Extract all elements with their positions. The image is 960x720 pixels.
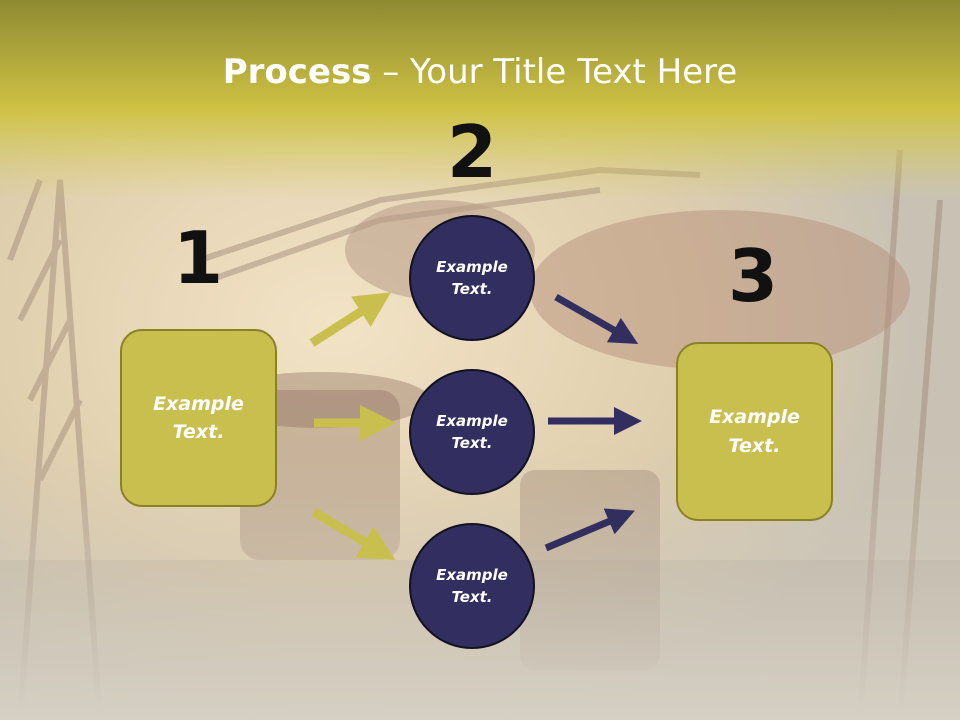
step-number-3: 3 [727, 234, 779, 318]
step-2-circle-bottom: Example Text. [409, 523, 535, 649]
step-1-box: Example Text. [120, 329, 277, 507]
arrow-bottom-to-3 [544, 508, 635, 552]
title-rest: – Your Title Text Here [371, 52, 738, 92]
arrow-1-to-top [309, 292, 392, 347]
step-2-circle-middle: Example Text. [409, 369, 535, 495]
step-number-1: 1 [172, 216, 224, 300]
step-2-circle-top: Example Text. [409, 215, 535, 341]
arrow-1-to-bottom [311, 508, 396, 561]
step-number-2: 2 [446, 110, 498, 194]
title-bold: Process [222, 52, 372, 92]
slide-title: Process – Your Title Text Here [0, 52, 960, 92]
step-3-box: Example Text. [676, 342, 833, 521]
arrow-top-to-3 [554, 293, 639, 344]
